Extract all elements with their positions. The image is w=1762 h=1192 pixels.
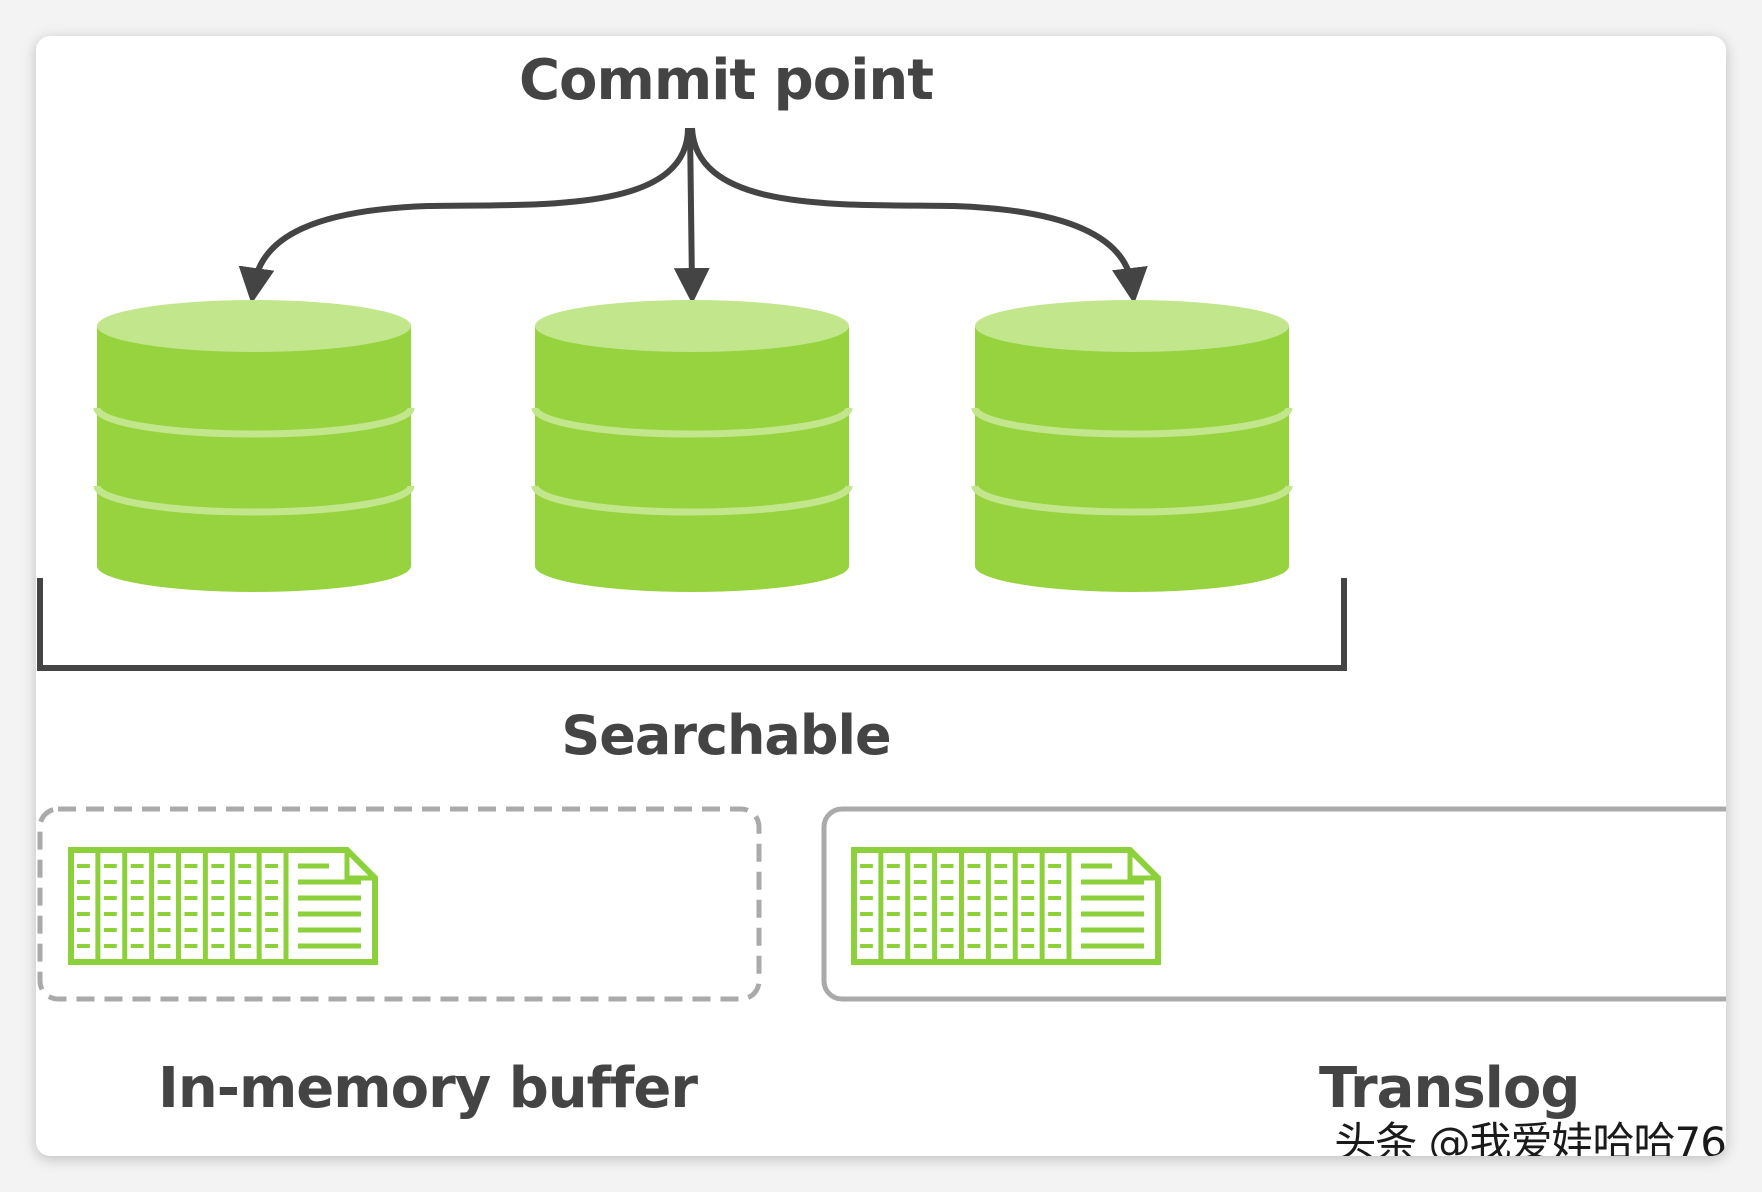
arrow-to-segment-2 [673,127,710,304]
segment-1-band-2 [93,485,415,516]
translog-label: Translog [1319,1056,1580,1121]
translog-box [821,806,1726,1002]
segments-group [93,300,1293,592]
segment-2-band-2 [531,485,853,516]
searchable-label: Searchable [561,704,891,767]
segment-3-body [975,326,1289,592]
segment-1-top [97,300,411,352]
searchable-bracket [37,578,1347,671]
segment-1-cylinder [93,300,415,592]
arrow-to-segment-3 [689,127,1148,304]
arrow-to-segment-1 [238,127,691,304]
watermark: 头条 @我爱娃哈哈76 [1334,1118,1726,1156]
document-icons-group [68,847,1161,965]
segment-2-body [535,326,849,592]
translog-document-icon-fold [1127,850,1158,881]
segment-2-band-1 [531,407,853,438]
translog-document-icon [851,847,1161,965]
segment-3-top [975,300,1289,352]
in-memory-buffer-label: In-memory buffer [158,1056,698,1121]
segment-2-top [535,300,849,352]
segment-1-band-1 [93,407,415,438]
buffer-document-icon-outline [68,847,378,965]
diagram-card: Commit point Searchable In-memory buffer… [36,36,1726,1156]
segment-2-cylinder [531,300,853,592]
buffer-document-icon-fold [344,850,375,881]
buffer-document-icon [68,847,378,965]
translog-document-icon-outline [851,847,1161,965]
segment-3-cylinder [971,300,1293,592]
commit-arrows [238,127,1148,304]
in-memory-buffer-box [37,806,762,1002]
segment-3-band-2 [971,485,1293,516]
diagram-canvas [37,127,1726,1002]
segment-3-band-1 [971,407,1293,438]
commit-point-label: Commit point [518,48,934,113]
segment-1-body [97,326,411,592]
